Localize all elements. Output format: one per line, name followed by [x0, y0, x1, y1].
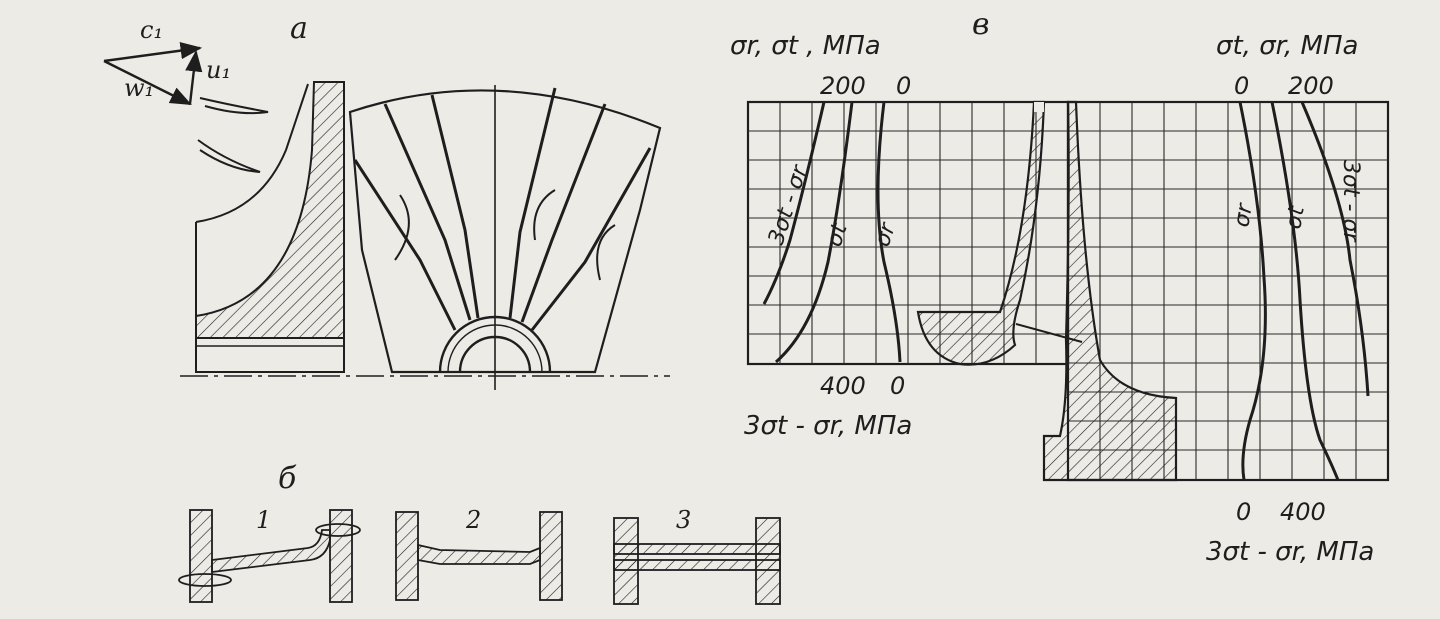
blade-outline-meridian — [195, 83, 309, 223]
sector-outline — [348, 89, 662, 374]
joint-1-rivet-left — [178, 573, 232, 587]
blade-3 — [508, 87, 557, 319]
right-curve-label-sigma-t: σt — [1281, 203, 1310, 231]
left-curve-label-sigma-t: σt — [822, 219, 853, 249]
blade-4 — [520, 103, 607, 323]
curve-right-3t-minus-r — [1300, 101, 1370, 397]
blade-6 — [353, 159, 457, 331]
joint-2-right-plate — [539, 511, 563, 601]
inlet-blade-lower — [197, 139, 261, 173]
blade-1 — [383, 103, 472, 321]
left-curve-label-sigma-r: σr — [870, 218, 901, 249]
right-top-axis-title: σt, σr, МПа — [1216, 31, 1358, 61]
joint-1-bent-rib — [211, 529, 331, 574]
splitter-2 — [533, 189, 556, 241]
joint-1 — [178, 509, 361, 603]
joint-2-rib — [417, 543, 541, 565]
panel-a-impeller: а c₁ w₁ u₁ — [103, 11, 670, 390]
splitter-3 — [596, 224, 616, 281]
disc-profile-1 — [916, 100, 1046, 366]
left-chart-curves — [762, 101, 902, 364]
curve-left-sigma-t — [775, 101, 854, 364]
right-curve-label-sigma-r: σr — [1229, 200, 1258, 229]
hub-bore — [195, 338, 345, 373]
c1-label: c₁ — [140, 16, 163, 44]
panel-b-label: б — [278, 461, 297, 496]
disc-section-hatched — [195, 81, 345, 339]
w1-vector-arrow — [103, 59, 192, 106]
panel-v-stress: в — [730, 7, 1390, 567]
blade-2 — [430, 94, 480, 319]
curve-right-sigma-t — [1270, 101, 1340, 481]
left-bottom-tick-400: 400 — [820, 372, 866, 400]
curve-left-3t-minus-r — [762, 101, 826, 305]
right-top-tick-0: 0 — [1234, 72, 1249, 100]
left-top-tick-200: 200 — [820, 72, 866, 100]
left-bottom-axis-title: 3σt - σr, МПа — [744, 411, 912, 441]
velocity-triangle: c₁ w₁ u₁ — [103, 16, 231, 106]
right-bottom-tick-400: 400 — [1280, 498, 1326, 526]
curve-left-sigma-r — [876, 101, 902, 363]
right-top-tick-200: 200 — [1288, 72, 1334, 100]
right-bottom-tick-0: 0 — [1236, 498, 1251, 526]
blade-5 — [530, 147, 652, 331]
joint-1-number: 1 — [256, 506, 271, 534]
panel-b-joints: б 1 2 3 — [178, 461, 781, 605]
joint-3 — [613, 517, 781, 605]
left-top-tick-0: 0 — [896, 72, 911, 100]
leader-line — [1015, 323, 1083, 343]
disc-profile-2 — [1042, 100, 1178, 482]
right-curve-label-3t-minus-r: 3σt - σr — [1338, 160, 1363, 243]
splitter-1 — [394, 194, 410, 261]
joint-2-number: 2 — [465, 506, 481, 534]
joint-3-number: 3 — [676, 506, 691, 534]
joint-3-lower-rib — [613, 559, 781, 571]
curve-right-sigma-r — [1238, 101, 1267, 481]
impeller-front-view — [348, 85, 662, 390]
joint-1-right-plate — [329, 509, 353, 603]
joint-2-left-plate — [395, 511, 419, 601]
left-curve-label-3t-minus-r: 3σt - σr — [764, 161, 814, 248]
panel-a-label: а — [290, 11, 308, 46]
u1-vector-arrow — [185, 49, 203, 105]
meridional-section — [195, 81, 345, 373]
right-bottom-axis-title: 3σt - σr, МПа — [1206, 537, 1374, 567]
joint-1-rivet-right — [315, 523, 361, 537]
left-bottom-tick-0: 0 — [890, 372, 905, 400]
inlet-blade-upper — [199, 97, 269, 115]
u1-label: u₁ — [206, 56, 231, 84]
joint-3-upper-rib — [613, 543, 781, 555]
left-top-axis-title: σr, σt , МПа — [730, 31, 881, 61]
joint-1-left-plate — [189, 509, 213, 603]
joint-2 — [395, 511, 563, 601]
disc-profiles — [916, 100, 1178, 482]
right-chart-curves — [1238, 101, 1370, 481]
c1-vector-arrow — [103, 42, 203, 63]
panel-v-label: в — [972, 7, 989, 42]
w1-label: w₁ — [124, 74, 154, 102]
